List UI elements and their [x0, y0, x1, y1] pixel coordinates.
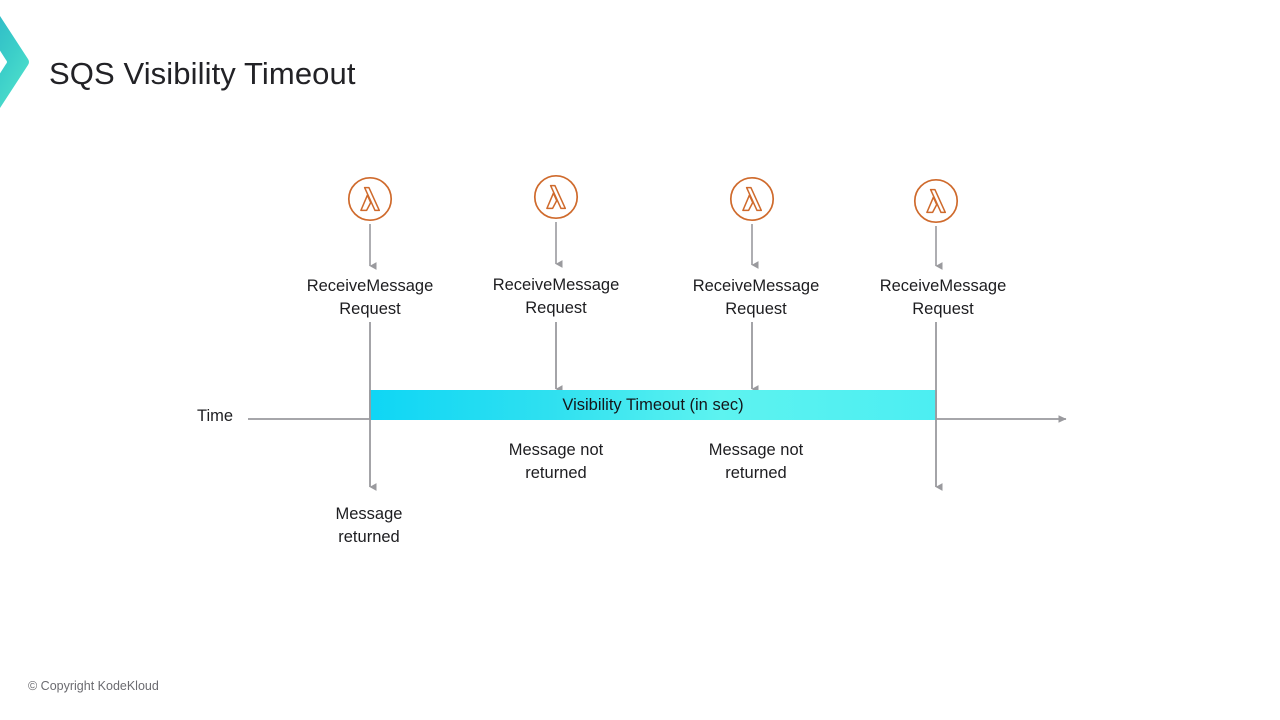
kodekloud-chevron-logo-icon [0, 14, 30, 110]
request-label-1: ReceiveMessage Request [306, 277, 434, 318]
visibility-timeout-label: Visibility Timeout (in sec) [562, 395, 744, 414]
outcome-label-3: Message not returned [708, 441, 804, 482]
request-label-4: ReceiveMessage Request [879, 277, 1007, 318]
request-label-3: ReceiveMessage Request [692, 277, 820, 318]
visibility-timeout-bar: Visibility Timeout (in sec) [370, 390, 936, 420]
outcome-label-2: Message not returned [508, 441, 604, 482]
request-label-2: ReceiveMessage Request [492, 276, 620, 317]
aws-lambda-icon [913, 178, 959, 224]
footer-copyright: © Copyright KodeKloud [28, 679, 159, 693]
page-title: SQS Visibility Timeout [49, 56, 356, 91]
outcome-label-1: Message returned [335, 505, 403, 546]
aws-lambda-icon [533, 174, 579, 220]
aws-lambda-icon [347, 176, 393, 222]
aws-lambda-icon [729, 176, 775, 222]
time-axis-label: Time [197, 407, 234, 425]
